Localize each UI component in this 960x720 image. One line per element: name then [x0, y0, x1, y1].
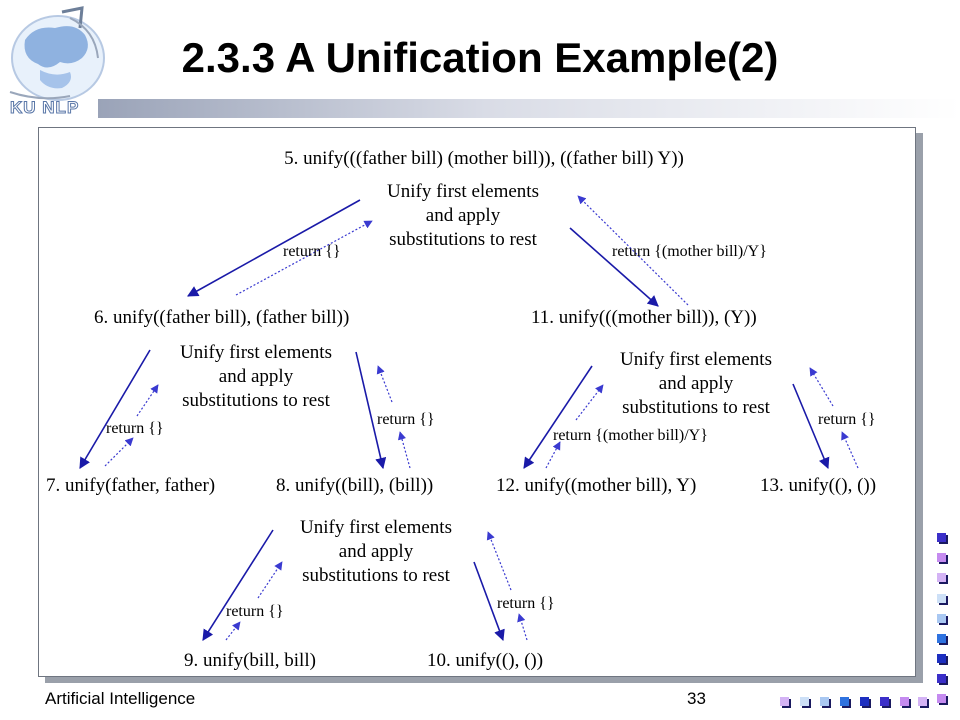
decorative-square [937, 573, 946, 582]
return-label-12: return {(mother bill)/Y} [553, 427, 708, 444]
decorative-square [840, 697, 849, 706]
node-12: 12. unify((mother bill), Y) [496, 475, 697, 496]
node-13: 13. unify((), ()) [760, 475, 877, 496]
decorative-square [937, 654, 946, 663]
return-arrow-6 [235, 220, 373, 296]
call-arrow-11-12 [523, 365, 593, 469]
diagram-panel [38, 127, 916, 677]
return-arrow-9b [257, 561, 283, 599]
note-right: Unify first elements and apply substitut… [620, 349, 772, 418]
return-arrow-12 [545, 441, 561, 469]
decorative-square [880, 697, 889, 706]
decorative-square [800, 697, 809, 706]
node-5: 5. unify(((father bill) (mother bill)), … [284, 148, 684, 169]
return-label-10: return {} [497, 595, 555, 612]
call-arrow-5-11 [569, 227, 659, 307]
call-arrow-bottom-9 [202, 529, 274, 641]
node-8: 8. unify((bill), (bill)) [276, 475, 434, 496]
node-7: 7. unify(father, father) [46, 475, 216, 496]
logo-text: KU NLP [9, 98, 80, 118]
call-arrow-6-7 [79, 349, 151, 469]
footer-course: Artificial Intelligence [45, 689, 196, 708]
return-arrow-7b [136, 384, 159, 417]
decorative-square [780, 697, 789, 706]
return-arrow-13 [841, 431, 859, 469]
return-arrow-12b [575, 384, 604, 421]
return-label-6: return {} [283, 243, 341, 260]
return-label-11: return {(mother bill)/Y} [612, 243, 767, 260]
decorative-square [937, 634, 946, 643]
decorative-square [820, 697, 829, 706]
return-arrow-11 [577, 195, 689, 306]
decorative-square [937, 614, 946, 623]
return-arrow-13b [809, 367, 834, 407]
note-bottom: Unify first elements and apply substitut… [300, 517, 452, 586]
ku-nlp-logo: KU NLP [0, 0, 120, 125]
node-10: 10. unify((), ()) [427, 650, 544, 671]
node-9: 9. unify(bill, bill) [184, 650, 316, 671]
call-arrow-bottom-10 [473, 561, 505, 642]
return-arrow-8 [397, 431, 411, 469]
decorative-square [937, 553, 946, 562]
return-arrow-8b [376, 365, 393, 403]
return-label-7: return {} [106, 420, 164, 437]
return-arrow-10 [517, 613, 528, 641]
return-label-13: return {} [818, 411, 876, 428]
title-underline-bar [98, 99, 960, 118]
return-label-9: return {} [226, 603, 284, 620]
footer-page-number: 33 [687, 689, 706, 708]
decorative-square [860, 697, 869, 706]
decorative-square [918, 697, 927, 706]
return-label-8: return {} [377, 411, 435, 428]
call-arrow-5-6 [187, 199, 361, 297]
decorative-square [900, 697, 909, 706]
decorative-square [937, 533, 946, 542]
call-arrow-11-13 [792, 383, 830, 470]
note-left: Unify first elements and apply substitut… [180, 342, 332, 411]
decorative-square [937, 594, 946, 603]
slide-title: 2.3.3 A Unification Example(2) [181, 34, 779, 81]
decorative-square [937, 694, 946, 703]
decorative-square [937, 674, 946, 683]
return-arrow-10b [486, 531, 512, 591]
return-arrow-7 [104, 437, 134, 467]
node-11: 11. unify(((mother bill)), (Y)) [531, 307, 757, 328]
call-arrow-6-8 [355, 351, 387, 470]
node-6: 6. unify((father bill), (father bill)) [94, 307, 350, 328]
note-top: Unify first elements and apply substitut… [387, 181, 539, 250]
return-arrow-9 [225, 621, 241, 641]
